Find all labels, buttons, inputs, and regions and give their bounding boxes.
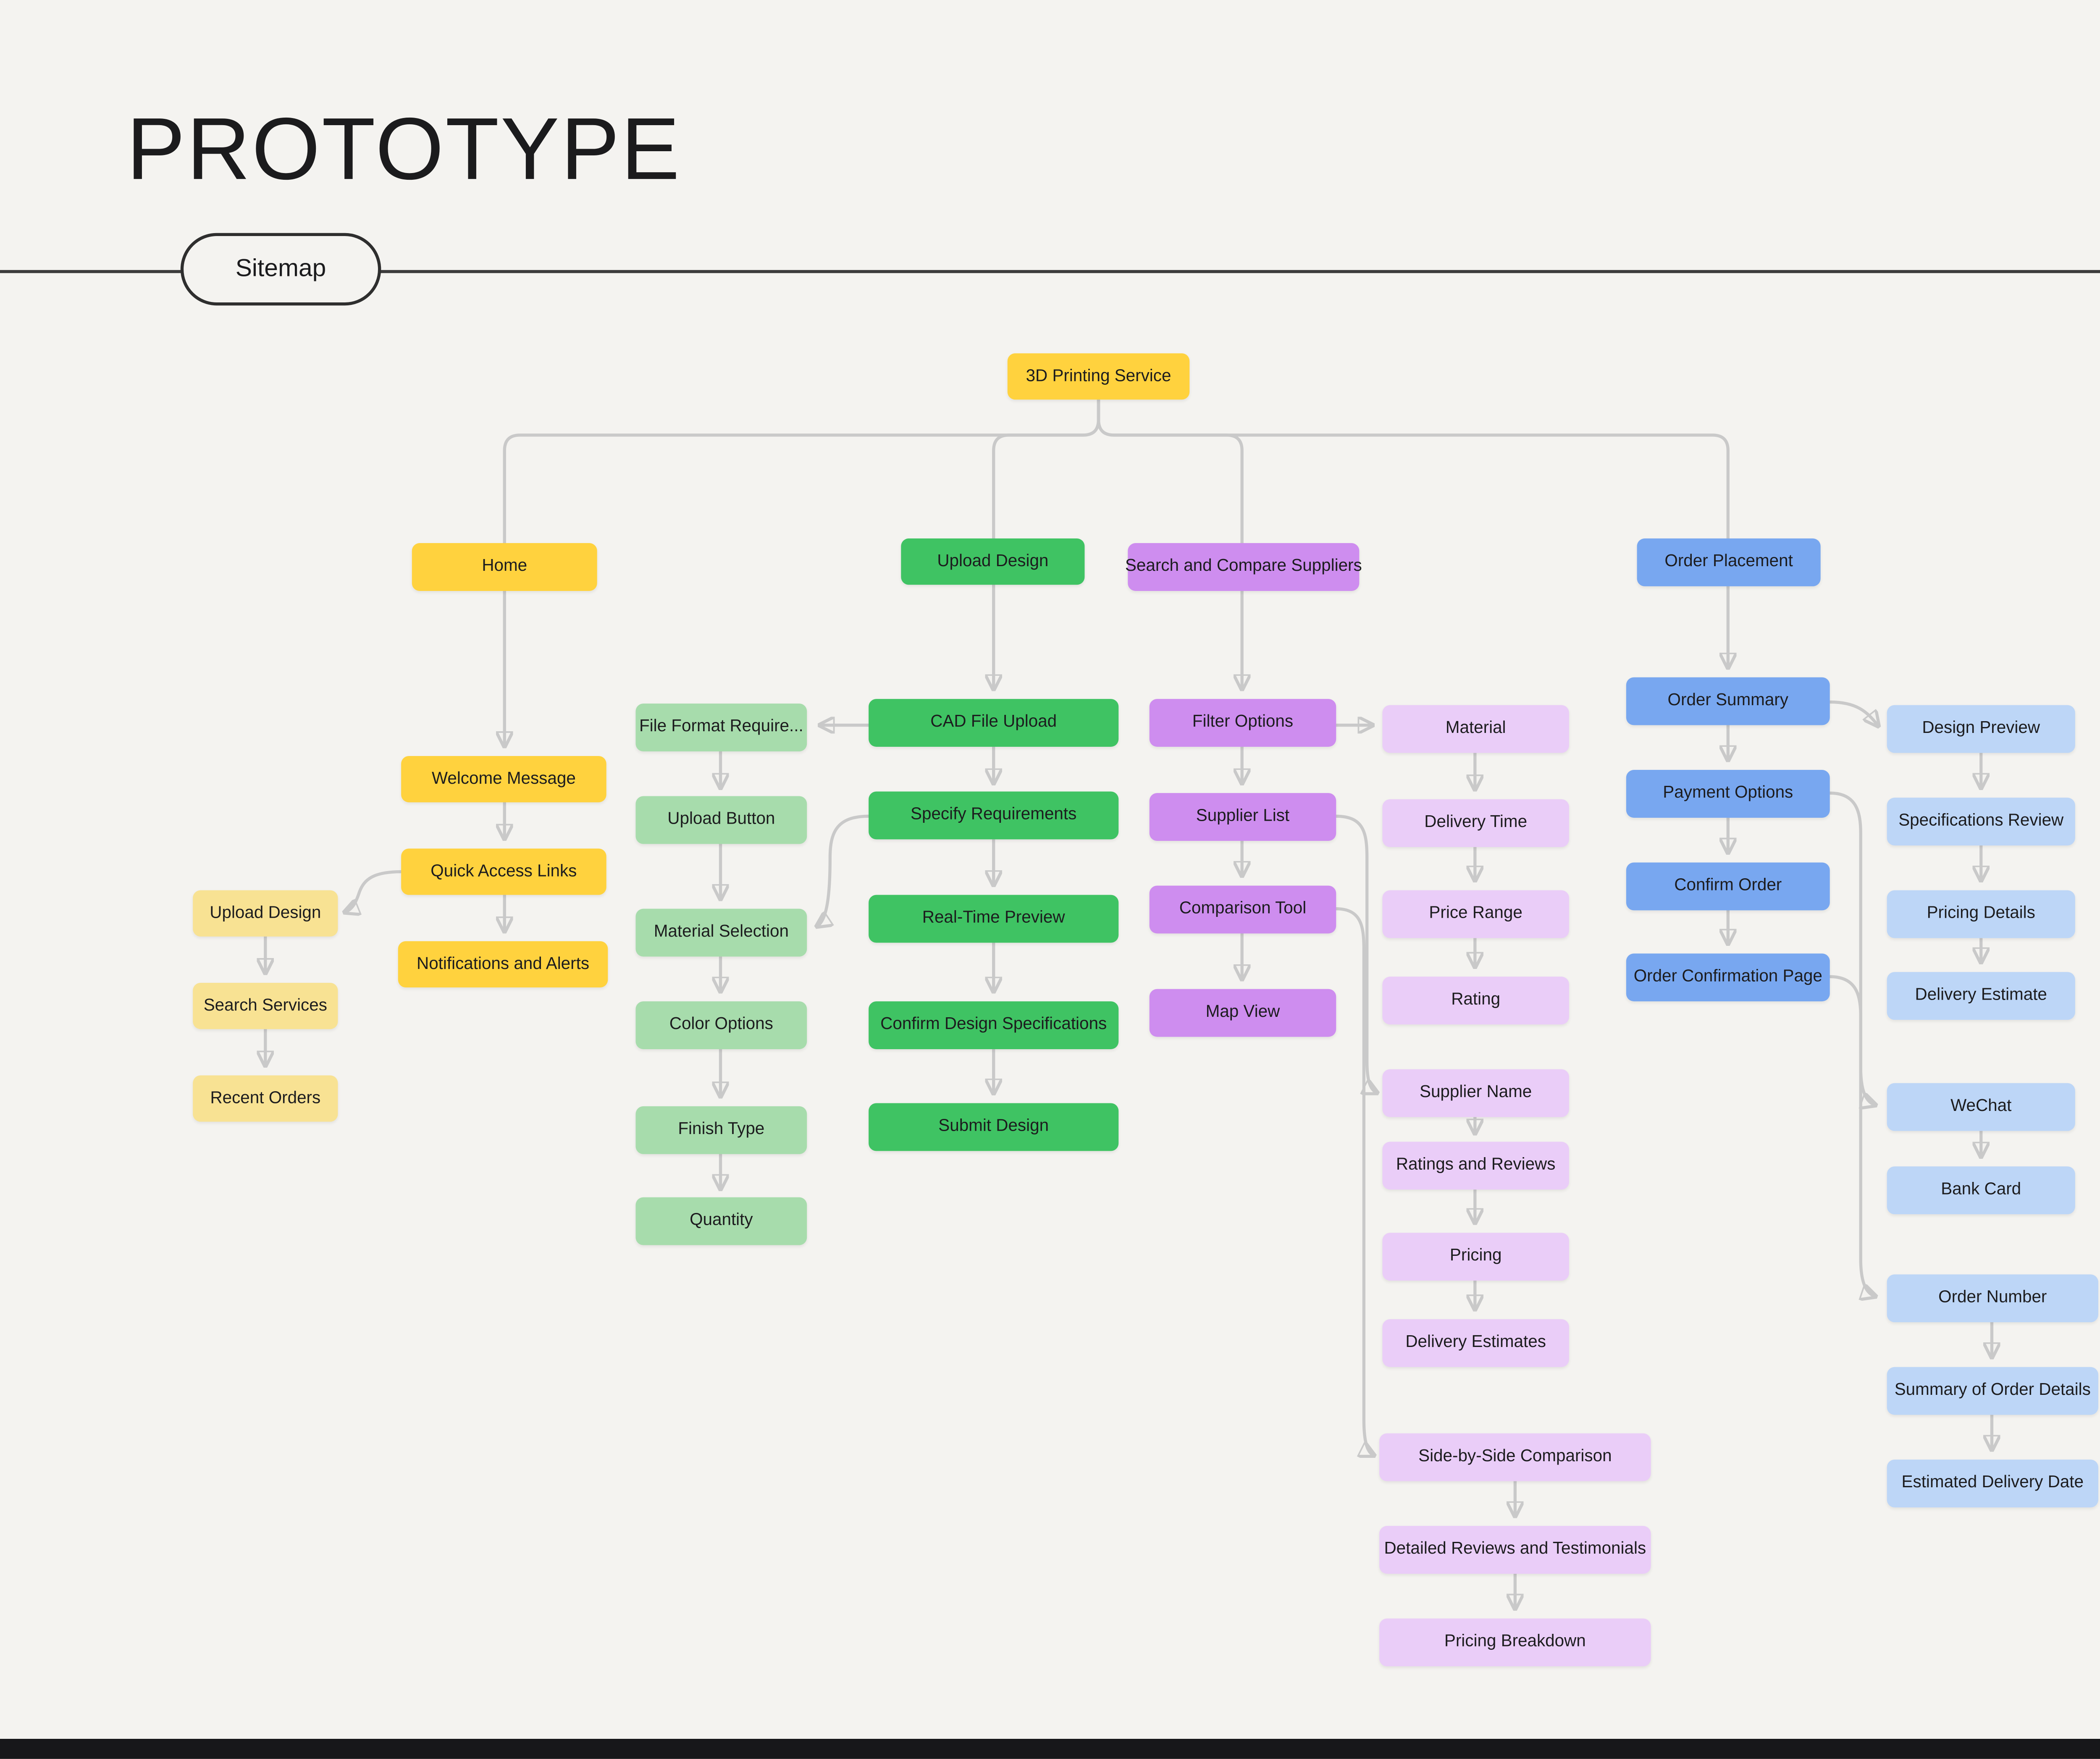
node-payment-options: Payment Options	[1626, 770, 1830, 818]
node-comparison-tool: Comparison Tool	[1149, 885, 1336, 934]
node-confirm-order: Confirm Order	[1626, 862, 1830, 911]
node-supplier-list: Supplier List	[1149, 793, 1336, 841]
footer-bar	[0, 1739, 2100, 1759]
node-color-options: Color Options	[635, 1001, 807, 1049]
node-map-view: Map View	[1149, 989, 1336, 1037]
node-pricing: Pricing	[1382, 1233, 1569, 1281]
node-order-placement: Order Placement	[1637, 538, 1821, 586]
node-ratings-and-reviews: Ratings and Reviews	[1382, 1142, 1569, 1190]
node-submit-design: Submit Design	[869, 1103, 1119, 1151]
node-notifications-and-alerts: Notifications and Alerts	[398, 941, 608, 988]
node-recent-orders: Recent Orders	[193, 1075, 338, 1122]
node-design-preview: Design Preview	[1887, 705, 2075, 753]
node-cad-file-upload: CAD File Upload	[869, 699, 1119, 747]
node-upload-design: Upload Design	[901, 538, 1085, 585]
node-summary-of-order-details: Summary of Order Details	[1887, 1367, 2098, 1415]
node-pricing-breakdown: Pricing Breakdown	[1379, 1618, 1651, 1667]
node-pricing-details: Pricing Details	[1887, 890, 2075, 938]
node-finish-type: Finish Type	[635, 1106, 807, 1154]
node-root: 3D Printing Service	[1007, 353, 1190, 400]
node-side-by-side-comparison: Side-by-Side Comparison	[1379, 1433, 1651, 1481]
node-specify-requirements: Specify Requirements	[869, 791, 1119, 840]
node-delivery-estimates: Delivery Estimates	[1382, 1319, 1569, 1367]
node-upload-button: Upload Button	[635, 796, 807, 844]
node-file-format-requirements: File Format Require...	[635, 704, 807, 751]
node-order-number: Order Number	[1887, 1274, 2098, 1323]
node-supplier-name: Supplier Name	[1382, 1069, 1569, 1117]
node-order-confirmation-page: Order Confirmation Page	[1626, 953, 1830, 1002]
node-welcome-message: Welcome Message	[401, 756, 606, 803]
node-bank-card: Bank Card	[1887, 1166, 2075, 1215]
node-real-time-preview: Real-Time Preview	[869, 895, 1119, 943]
node-rating: Rating	[1382, 977, 1569, 1025]
node-wechat: WeChat	[1887, 1083, 2075, 1131]
node-confirm-design-specifications: Confirm Design Specifications	[869, 1001, 1119, 1049]
node-delivery-time: Delivery Time	[1382, 799, 1569, 847]
node-home: Home	[412, 543, 597, 591]
node-price-range: Price Range	[1382, 890, 1569, 938]
node-specifications-review: Specifications Review	[1887, 798, 2075, 846]
node-search-services: Search Services	[193, 983, 338, 1029]
node-material: Material	[1382, 705, 1569, 753]
node-filter-options: Filter Options	[1149, 699, 1336, 747]
node-estimated-delivery-date: Estimated Delivery Date	[1887, 1460, 2098, 1507]
node-quick-access-links: Quick Access Links	[401, 848, 606, 895]
header-divider	[0, 270, 2100, 273]
node-delivery-estimate: Delivery Estimate	[1887, 972, 2075, 1020]
node-search-and-compare-suppliers: Search and Compare Suppliers	[1125, 543, 1362, 591]
node-quantity: Quantity	[635, 1197, 807, 1245]
node-detailed-reviews-and-testimonials: Detailed Reviews and Testimonials	[1379, 1526, 1651, 1574]
node-material-selection: Material Selection	[635, 908, 807, 957]
node-order-summary: Order Summary	[1626, 677, 1830, 725]
page-title: PROTOTYPE	[126, 100, 681, 199]
node-upload-design-quick: Upload Design	[193, 890, 338, 937]
sitemap-badge: Sitemap	[180, 233, 381, 306]
